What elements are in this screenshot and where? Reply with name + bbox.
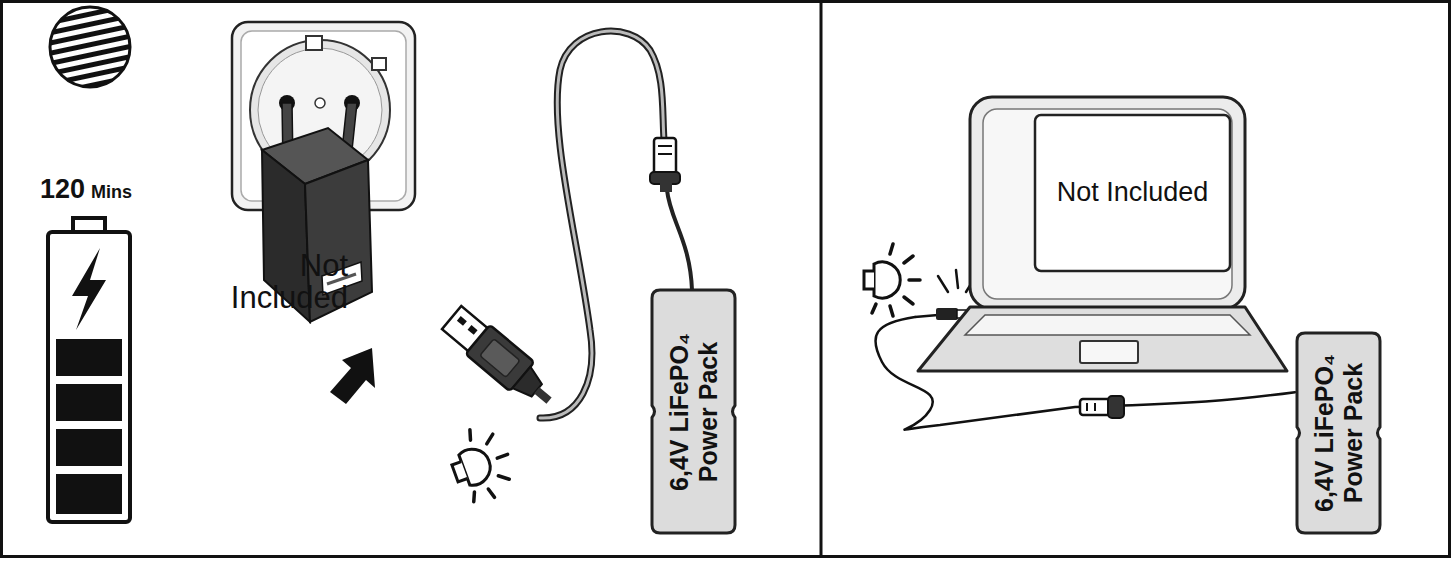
- cable-connector: [1080, 396, 1124, 418]
- laptop: Not Included: [915, 95, 1290, 377]
- duration-unit: Mins: [91, 182, 132, 202]
- usb-plug: [439, 303, 561, 414]
- duration-label: 120 Mins: [40, 174, 132, 205]
- timer-icon: [50, 7, 130, 87]
- power-pack: 6,4V LiFePO₄ Power Pack: [1295, 331, 1382, 535]
- not-included-note: Not Included: [180, 250, 348, 313]
- led-icon: [443, 420, 520, 507]
- power-pack-body: [1297, 333, 1380, 533]
- not-included-note: Not Included: [1057, 178, 1209, 208]
- laptop-bezel: [983, 109, 1232, 299]
- screen-text: Not Included: [1039, 119, 1226, 267]
- laptop-outline: [915, 95, 1290, 377]
- duration-number: 120: [40, 174, 85, 204]
- laptop-lid: [970, 97, 1245, 309]
- usb-plug: [915, 308, 966, 320]
- battery-icon: [48, 218, 130, 522]
- power-pack: 6,4V LiFePO₄ Power Pack: [650, 288, 737, 535]
- led-icon: [864, 244, 920, 316]
- laptop-base: [918, 307, 1287, 371]
- cable-connector: [650, 138, 680, 192]
- power-pack-body: [652, 290, 735, 533]
- divider: [820, 1, 823, 557]
- insert-arrow: [330, 348, 375, 404]
- laptop-screen: [1035, 115, 1230, 271]
- laptop-touchpad: [1080, 341, 1138, 363]
- power-pack-text: 6,4V LiFePO₄ Power Pack: [1310, 342, 1368, 524]
- power-pack-text: 6,4V LiFePO₄ Power Pack: [665, 299, 723, 524]
- laptop-keyboard: [965, 315, 1250, 335]
